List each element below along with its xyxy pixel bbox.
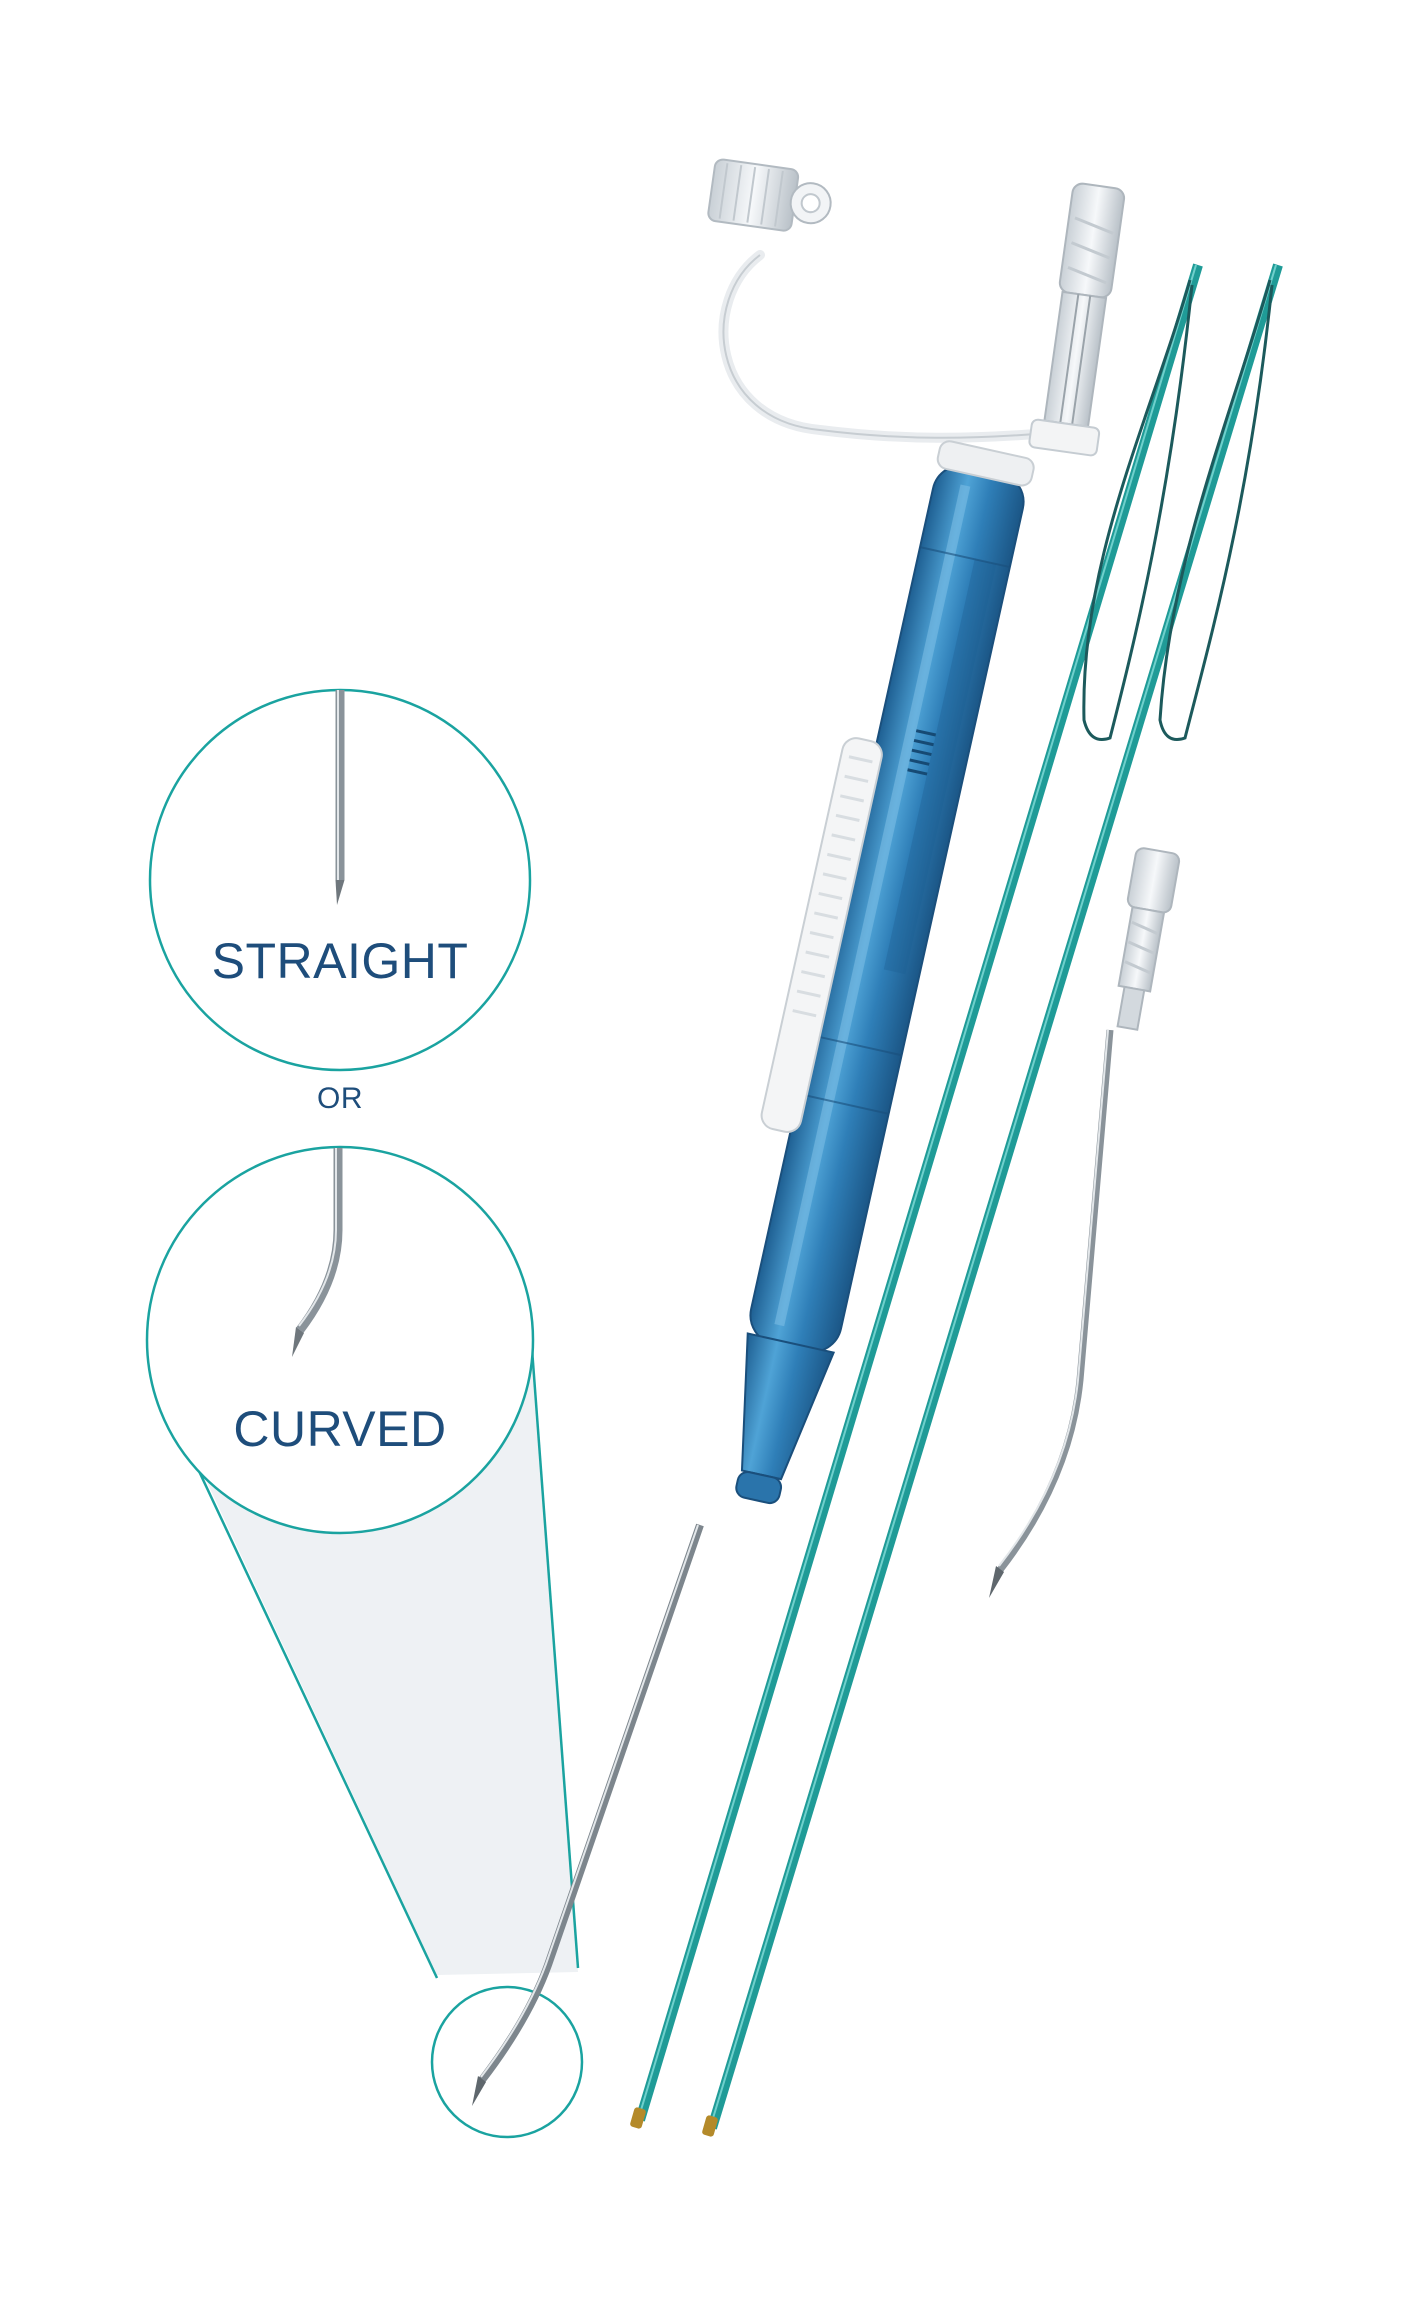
- curved-needle-standalone-icon: [989, 847, 1181, 1598]
- curved-label: CURVED: [233, 1401, 447, 1457]
- straight-needle-icon: [335, 690, 345, 905]
- suture-passer-device-icon: [472, 158, 1126, 2106]
- curved-needle-icon: [292, 1148, 343, 1357]
- or-label: OR: [317, 1082, 363, 1115]
- magnifier-cone-edge-right: [528, 1321, 580, 1969]
- straight-label: STRAIGHT: [211, 933, 469, 989]
- curved-detail-circle: [145, 1145, 535, 1535]
- magnifier-cone-edge-left: [173, 1419, 439, 1979]
- tip-detail-circle: [430, 1985, 584, 2139]
- suture-loop-icon: [630, 263, 1283, 2137]
